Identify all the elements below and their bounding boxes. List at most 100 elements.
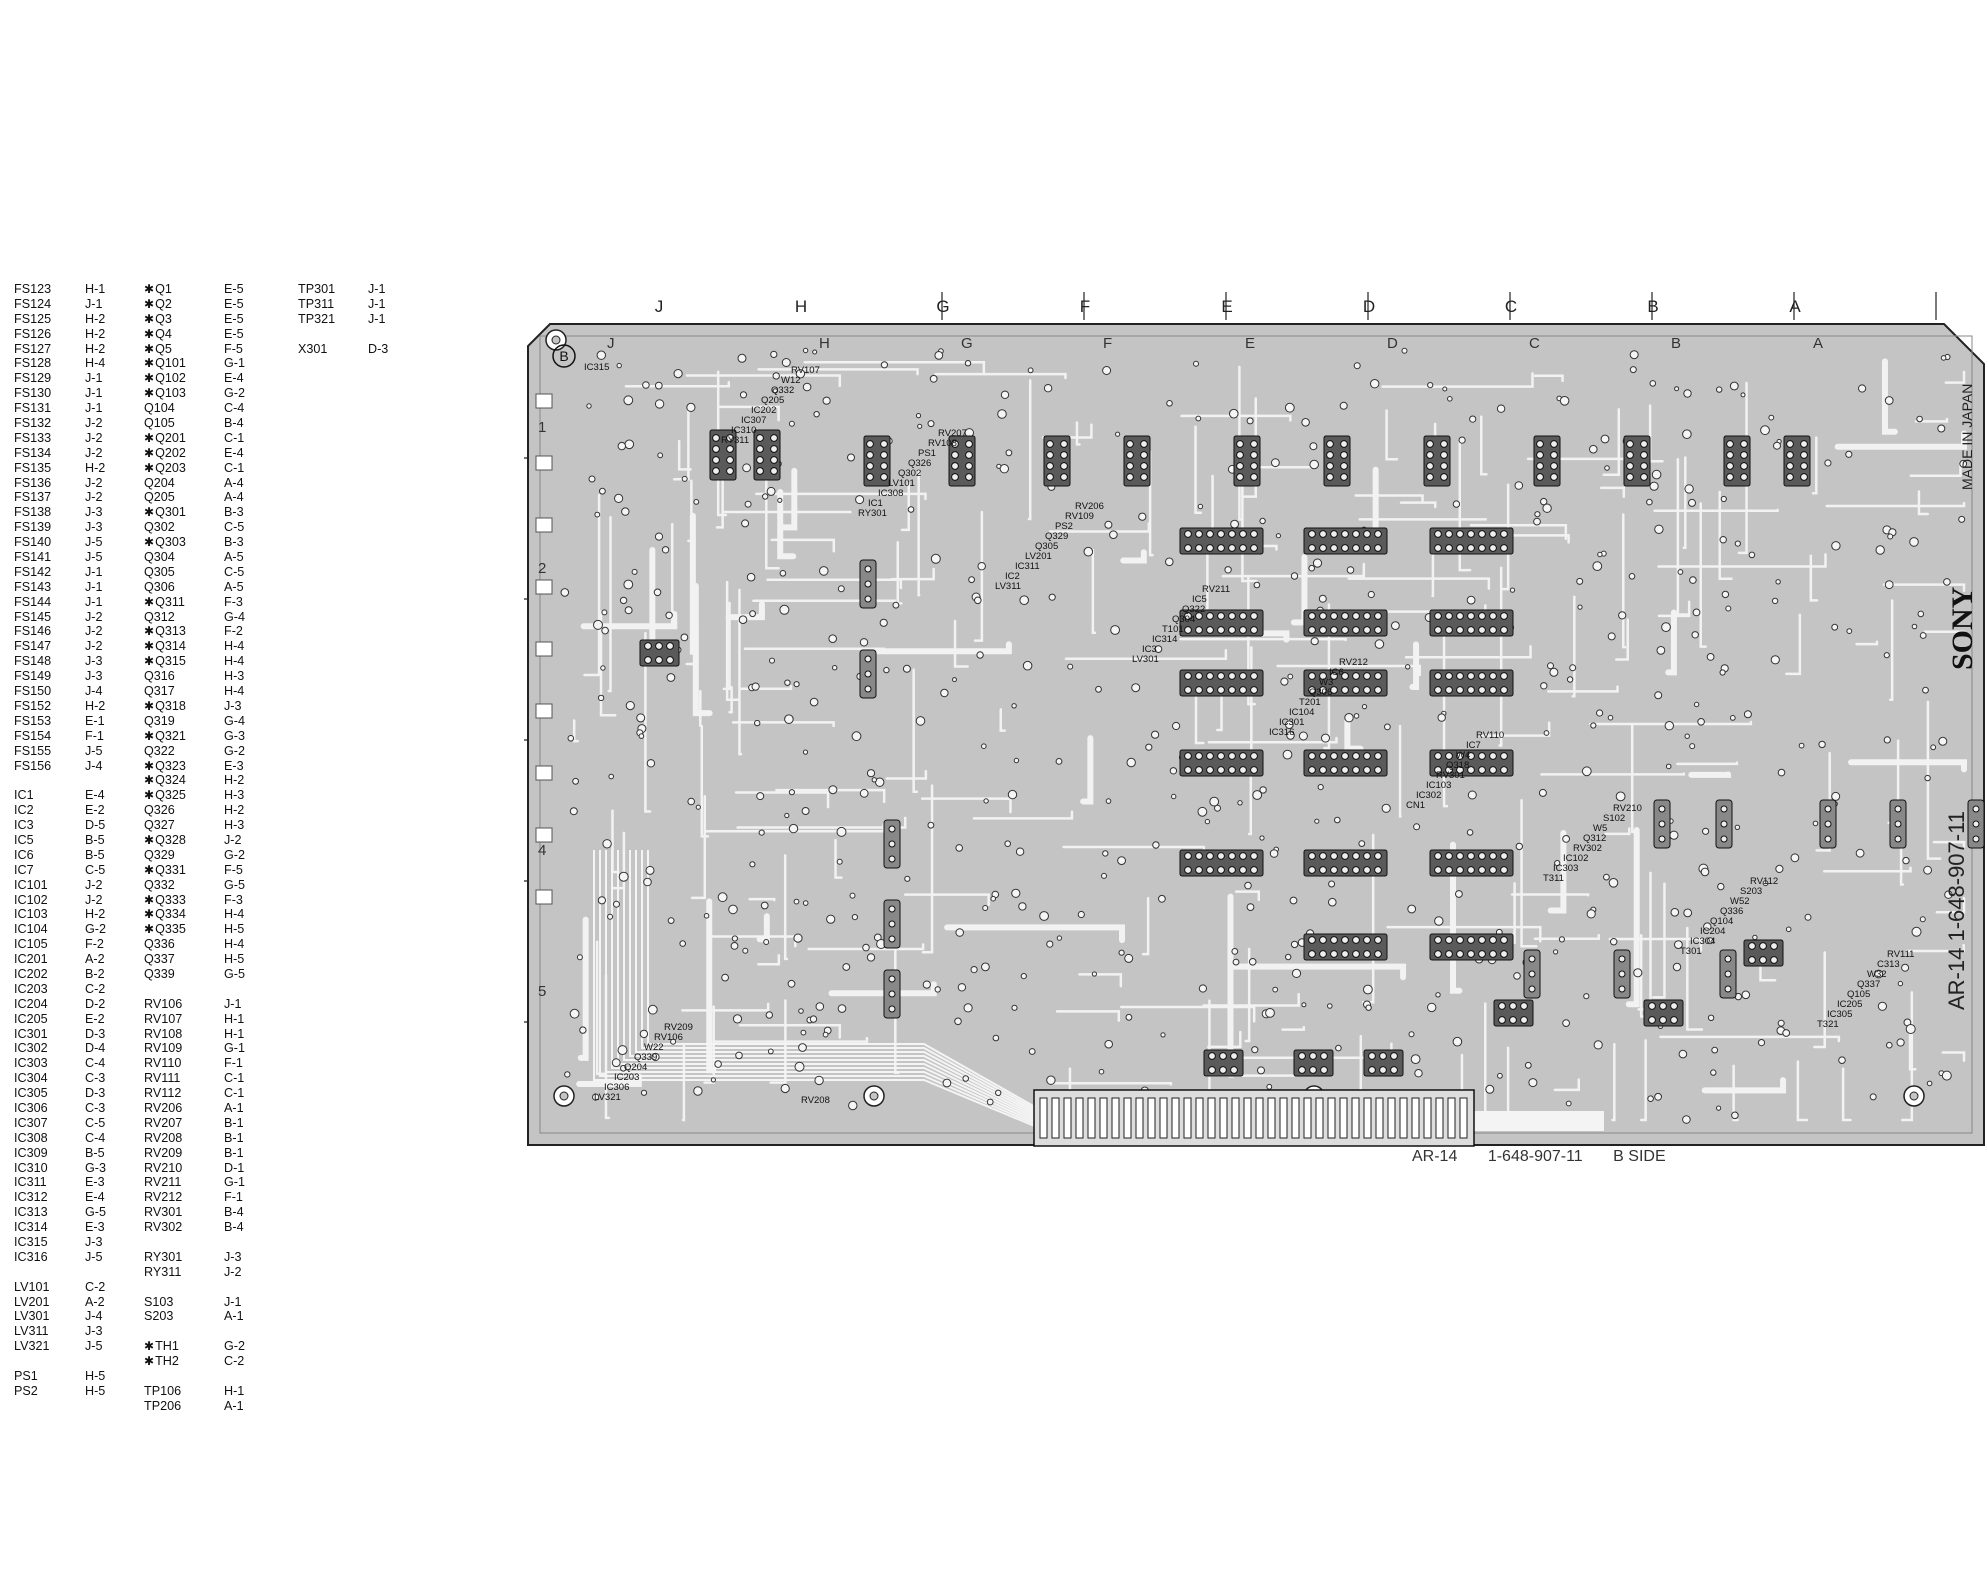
part-location: J-1 (85, 401, 103, 416)
part-ref: Q313 (155, 624, 186, 639)
part-location: J-2 (224, 832, 242, 847)
ic-pin (1330, 612, 1338, 620)
part-ref: Q301 (155, 505, 186, 520)
part-ref: FS130 (14, 386, 52, 401)
solder-pad (813, 411, 820, 418)
solder-pad (1782, 1029, 1791, 1037)
part-ref: Q331 (155, 862, 186, 877)
solder-pad (982, 905, 989, 911)
ic-pin (1426, 462, 1434, 470)
transistor-pin (1824, 805, 1832, 813)
solder-pad (849, 892, 856, 899)
solder-pad (1384, 723, 1391, 731)
ic-pin (1230, 1052, 1238, 1060)
trace (706, 898, 717, 1074)
trace (999, 708, 1006, 732)
part-ref: Q2 (155, 296, 172, 311)
solder-pad (1897, 980, 1904, 987)
ic-dip-vertical (1123, 435, 1151, 487)
part-ref: IC309 (14, 1145, 48, 1160)
ic-pin (1626, 462, 1634, 470)
solder-pad (1110, 625, 1120, 635)
part-location: C-1 (224, 430, 245, 445)
solder-pad (1743, 710, 1752, 719)
solder-pad (1286, 731, 1295, 740)
ic-pin (1250, 866, 1258, 874)
ic-pin (1319, 612, 1327, 620)
solder-pad (788, 420, 795, 427)
component-label: IC306 (604, 1082, 629, 1093)
solder-pad (1540, 497, 1548, 506)
ic-pin (1536, 440, 1544, 448)
solder-pad (836, 826, 847, 837)
solder-pad (1408, 1031, 1415, 1038)
ic-pin (1500, 530, 1508, 538)
ic-pin (1456, 866, 1464, 874)
part-ref: IC310 (14, 1160, 48, 1175)
part-location: J-3 (85, 669, 103, 684)
part-location: E-3 (224, 758, 244, 773)
solder-pad (828, 785, 838, 795)
connector-pin (1087, 1097, 1096, 1139)
component-label: RV302 (1573, 843, 1602, 854)
ic-pin (1341, 686, 1349, 694)
part-location: H-2 (85, 341, 106, 356)
part-ref: Q337 (144, 952, 175, 967)
ic-pin (756, 434, 764, 442)
ic-pin (1489, 936, 1497, 944)
solder-pad (751, 682, 760, 691)
trace (1686, 926, 1704, 1031)
ic-pin (1250, 612, 1258, 620)
trace (595, 940, 607, 1076)
solder-pad (625, 701, 635, 711)
ic-pin (770, 445, 778, 453)
solder-pad (1798, 742, 1805, 749)
part-ref: IC315 (14, 1235, 48, 1249)
solder-pad (1629, 366, 1637, 374)
ic-dip-horizontal (1429, 749, 1514, 777)
part-location: H-5 (224, 922, 245, 937)
solder-pad (1230, 519, 1239, 529)
ic-pin (1434, 626, 1442, 634)
component-label: IC2 (1005, 571, 1020, 582)
ic-pin (1326, 440, 1334, 448)
ic-pin (1456, 950, 1464, 958)
transistor-pin (888, 855, 896, 863)
asterisk-icon: ✱ (144, 341, 155, 356)
solder-pad (1126, 757, 1136, 768)
part-ref: FS154 (14, 728, 52, 743)
vertical-part-text: AR-14 1-648-907-11 (1944, 811, 1969, 1010)
ic-pin (1489, 950, 1497, 958)
solder-pad (1923, 865, 1932, 875)
ic-pin (726, 434, 734, 442)
part-ref: Q3 (155, 311, 172, 326)
solder-pad (1039, 911, 1049, 921)
solder-pad (1628, 573, 1636, 580)
solder-pad (802, 900, 809, 906)
ic-pin (1467, 766, 1475, 774)
solder-pad (1138, 512, 1147, 521)
ic-pin (1219, 1052, 1227, 1060)
solder-pad (621, 507, 630, 516)
solder-pad (1716, 1105, 1722, 1111)
solder-pad (1831, 791, 1841, 801)
ic-pin (1363, 852, 1371, 860)
trace (1547, 829, 1567, 914)
part-ref: FS123 (14, 282, 52, 296)
solder-pad (955, 844, 964, 852)
transistor-pin (1972, 805, 1980, 813)
solder-pad (624, 606, 633, 615)
part-ref: Q205 (144, 490, 175, 505)
solder-pad (666, 673, 676, 682)
solder-pad (780, 1083, 790, 1094)
ic-pin (1467, 866, 1475, 874)
ic-pin (1770, 956, 1778, 964)
